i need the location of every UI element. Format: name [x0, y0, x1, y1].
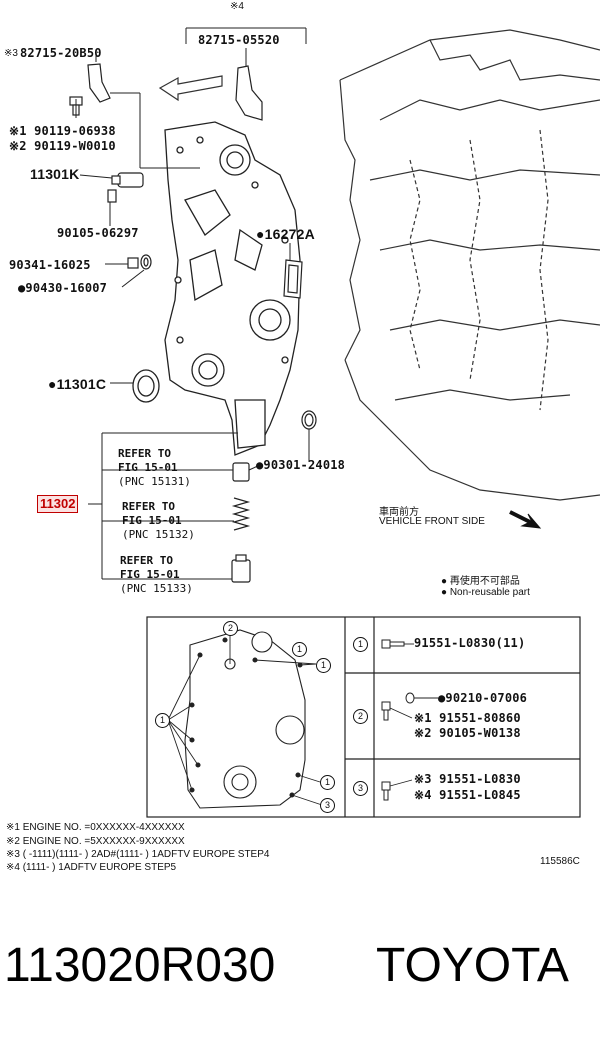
label-11301c: ●11301C: [48, 376, 107, 392]
o-ring-90301: [301, 410, 317, 430]
refer-to-block-2: REFER TO FIG 15-01 (PNC 15132): [122, 500, 195, 542]
footer-brand: TOYOTA: [376, 939, 569, 992]
footnote-1: ※1 ENGINE NO. =0XXXXXX-4XXXXXX: [6, 822, 185, 833]
label-82715-20b50: 82715-20B50: [20, 46, 102, 60]
table-row-num: 3: [353, 781, 368, 796]
refer-line-3: (PNC 15132): [122, 528, 195, 541]
refer-to-block-3: REFER TO FIG 15-01 (PNC 15133): [120, 554, 193, 596]
inset-leaders: [167, 635, 326, 807]
label-mark-82715-20b50: ※3: [4, 48, 18, 59]
refer-line-3: (PNC 15133): [120, 582, 193, 595]
leader-lines: [75, 27, 310, 580]
bolt-icons: [381, 639, 415, 801]
inset-callout: 1: [316, 658, 331, 673]
sensor-11301k: [107, 172, 144, 203]
figure-code: 115586C: [540, 856, 580, 867]
bracket-82715: [87, 63, 263, 121]
footnote-3: ※3 ( -1111)(1111- ) 2AD#(1111- ) 1ADFTV …: [6, 849, 270, 860]
engine-block-outline: [339, 29, 600, 501]
refer-line-2: FIG 15-01: [122, 514, 182, 527]
refer-line-2: FIG 15-01: [120, 568, 180, 581]
inset-callout: 1: [155, 713, 170, 728]
label-90119-w0010: ※2 90119-W0010: [9, 139, 116, 153]
plug-90341: [127, 254, 152, 270]
relief-valve-parts: [231, 462, 251, 583]
table-leaders: [389, 643, 438, 787]
table-row-2-line-2: ※1 91551-80860: [414, 711, 521, 725]
oil-seal-11301c: [132, 369, 160, 403]
refer-line-1: REFER TO: [122, 500, 175, 513]
vehicle-front-en: VEHICLE FRONT SIDE: [379, 516, 485, 527]
inset-callout: 1: [320, 775, 335, 790]
legend-item-en: ● Non-reusable part: [441, 587, 530, 598]
table-row-num: 2: [353, 709, 368, 724]
vehicle-front-arrow: [509, 510, 542, 529]
refer-line-1: REFER TO: [120, 554, 173, 567]
vehicle-front-jp: 車両前方: [379, 507, 419, 518]
legend-en-text: Non-reusable part: [449, 587, 530, 598]
refer-line-1: REFER TO: [118, 447, 171, 460]
label-82715-05520: 82715-05520: [198, 33, 280, 47]
label-90341-16025: 90341-16025: [9, 258, 91, 272]
footnote-4: ※4 (1111- ) 1ADFTV EUROPE STEP5: [6, 862, 177, 873]
inset-callout: 3: [320, 798, 335, 813]
inset-box: [146, 616, 581, 818]
table-row-3-line-1: ※3 91551-L0830: [414, 772, 521, 786]
label-90430-16007: ●90430-16007: [18, 281, 108, 295]
legend-jp-text: 再使用不可部品: [449, 576, 520, 587]
table-row-num: 1: [353, 637, 368, 652]
table-row-3-line-2: ※4 91551-L0845: [414, 788, 521, 802]
legend-item-jp: ● 再使用不可部品: [441, 576, 520, 587]
table-row-1-line-1: 91551-L0830(11): [414, 636, 526, 650]
refer-to-block-1: REFER TO FIG 15-01 (PNC 15131): [118, 447, 191, 489]
label-90301-24018: ●90301-24018: [256, 458, 346, 472]
inset-callout: 1: [292, 642, 307, 657]
refer-line-2: FIG 15-01: [118, 461, 178, 474]
timing-cover: [164, 121, 301, 456]
label-11302-highlighted[interactable]: 11302: [37, 495, 79, 513]
label-11301k: 11301K: [30, 166, 80, 182]
inset-callout: 2: [223, 621, 238, 636]
footnote-2: ※2 ENGINE NO. =5XXXXXX-9XXXXXX: [6, 836, 185, 847]
label-16272a: ●16272A: [256, 226, 315, 242]
table-row-2-line-3: ※2 90105-W0138: [414, 726, 521, 740]
inset-cover-drawing: [184, 629, 306, 809]
label-90119-06938: ※1 90119-06938: [9, 124, 116, 138]
label-mark-82715-05520: ※4: [230, 1, 244, 12]
table-row-2-line-1: ●90210-07006: [438, 691, 528, 705]
label-90105-06297: 90105-06297: [57, 226, 139, 240]
refer-line-3: (PNC 15131): [118, 475, 191, 488]
direction-arrow-left: [158, 75, 223, 102]
footer: 113020R030 TOYOTA: [0, 938, 600, 1008]
footer-part-number: 113020R030: [4, 939, 276, 992]
gasket-16272a: [283, 259, 303, 299]
